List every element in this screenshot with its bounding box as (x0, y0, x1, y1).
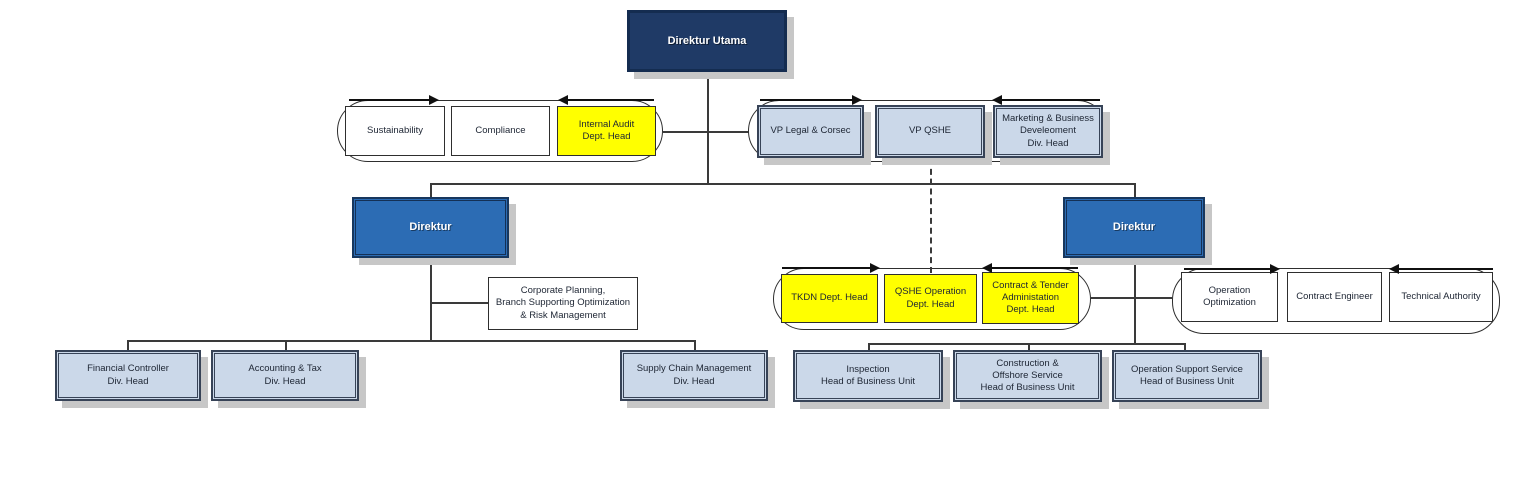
node-internal-audit: Internal Audit Dept. Head (557, 106, 656, 156)
cycle-arrow-left-icon (1389, 263, 1493, 274)
node-corporate-planning: Corporate Planning, Branch Supporting Op… (488, 277, 638, 330)
connector-directors-span (430, 183, 1136, 185)
connector-row2-link (663, 131, 749, 133)
node-marketing-bizdev: Marketing & Business Develeoment Div. He… (993, 105, 1103, 158)
cycle-arrow-right-icon (349, 94, 439, 105)
connector-root-trunk (707, 72, 709, 183)
node-compliance: Compliance (451, 106, 550, 156)
node-vp-qshe: VP QSHE (875, 105, 985, 158)
connector-right-trunk (1134, 258, 1136, 345)
connector-drop-supply-chain (694, 340, 696, 351)
node-qshe-operation: QSHE Operation Dept. Head (884, 274, 977, 323)
cycle-arrow-right-icon (782, 262, 880, 273)
node-direktur-utama: Direktur Utama (627, 10, 787, 72)
connector-drop-financial (127, 340, 129, 351)
connector-corporate-planning-link (431, 302, 488, 304)
node-tkdn: TKDN Dept. Head (781, 274, 878, 323)
node-inspection: Inspection Head of Business Unit (793, 350, 943, 402)
connector-drop-construction (1028, 343, 1030, 351)
node-direktur-left: Direktur (352, 197, 509, 258)
connector-drop-director-right (1134, 183, 1136, 197)
node-direktur-right: Direktur (1063, 197, 1205, 258)
node-construction-offshore: Construction & Offshore Service Head of … (953, 350, 1102, 402)
node-vp-legal-corsec: VP Legal & Corsec (757, 105, 864, 158)
node-contract-engineer: Contract Engineer (1287, 272, 1382, 322)
cycle-arrow-right-icon (1184, 263, 1280, 274)
node-accounting-tax: Accounting & Tax Div. Head (211, 350, 359, 401)
connector-qshe-dashed (930, 159, 932, 273)
cycle-arrow-left-icon (992, 94, 1100, 105)
node-operation-optimization: Operation Optimization (1181, 272, 1278, 322)
connector-drop-accounting (285, 340, 287, 351)
connector-drop-inspection (868, 343, 870, 351)
connector-bottom-right-span (868, 343, 1186, 345)
connector-drop-operation-support (1184, 343, 1186, 351)
connector-left-trunk (430, 258, 432, 342)
connector-bottom-left-span (127, 340, 696, 342)
node-operation-support: Operation Support Service Head of Busine… (1112, 350, 1262, 402)
cycle-arrow-right-icon (760, 94, 862, 105)
node-technical-authority: Technical Authority (1389, 272, 1493, 322)
node-financial-controller: Financial Controller Div. Head (55, 350, 201, 401)
cycle-arrow-left-icon (982, 262, 1078, 273)
node-supply-chain: Supply Chain Management Div. Head (620, 350, 768, 401)
connector-mid-groups-link (1091, 297, 1172, 299)
node-sustainability: Sustainability (345, 106, 445, 156)
connector-drop-director-left (430, 183, 432, 197)
node-contract-tender: Contract & Tender Administation Dept. He… (982, 272, 1079, 324)
cycle-arrow-left-icon (558, 94, 654, 105)
